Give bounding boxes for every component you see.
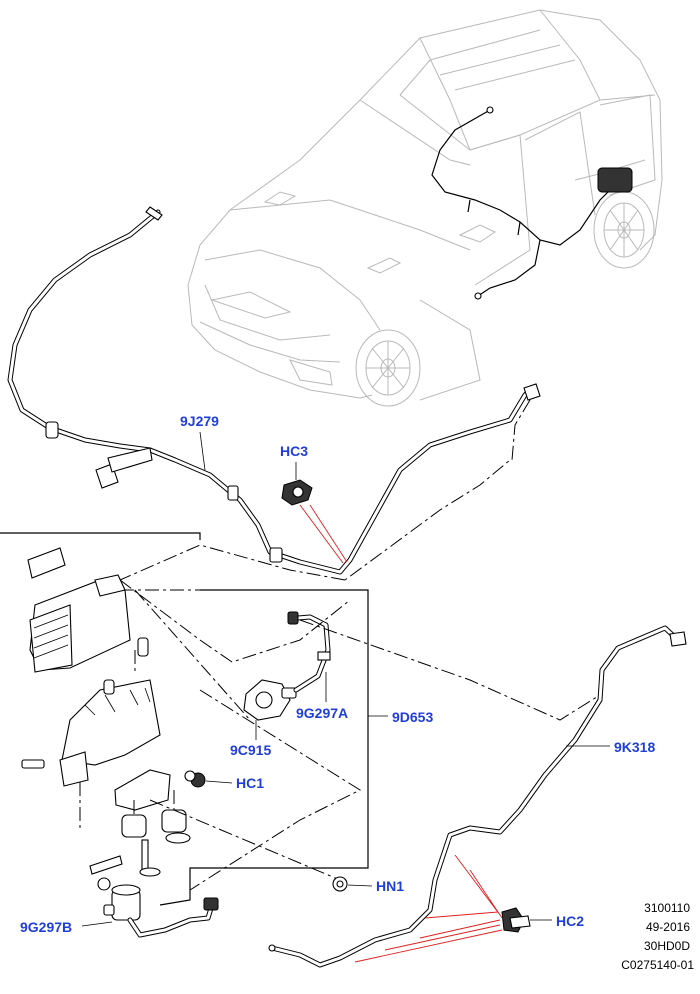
pipe-9k318 [268, 625, 687, 968]
clip-hc2 [501, 907, 531, 933]
clip-hc1 [184, 770, 206, 788]
callout-9c915: 9C915 [230, 742, 271, 758]
vehicle-outline [187, 9, 663, 407]
reference-line-3: 30HD0D [644, 939, 690, 953]
canister [27, 547, 149, 673]
panel-9d653 [0, 532, 369, 906]
callout-9k318: 9K318 [614, 739, 655, 755]
nut-hn1 [332, 876, 348, 892]
reference-line-1: 3100110 [644, 901, 690, 915]
harness-9j279 [7, 206, 541, 575]
hose-9g297a [287, 611, 331, 693]
mounts [89, 769, 191, 891]
callout-hn1: HN1 [376, 878, 404, 894]
callout-hc1: HC1 [236, 775, 264, 791]
callout-9g297a: 9G297A [296, 705, 348, 721]
bracket [21, 650, 161, 830]
purge-valve-9c915 [243, 679, 297, 721]
vehicle-harness [431, 106, 633, 300]
reference-line-4: C0275140-01 [621, 958, 694, 972]
clip-hc3 [281, 479, 313, 506]
callout-9j279: 9J279 [180, 413, 219, 429]
callout-hc2: HC2 [556, 913, 584, 929]
callout-9g297b: 9G297B [20, 919, 72, 935]
canister-9g297b [103, 884, 219, 938]
callout-9d653: 9D653 [392, 709, 433, 725]
reference-block: 3100110 49-2016 30HD0D C0275140-01 [621, 901, 694, 972]
callout-hc3: HC3 [280, 443, 308, 459]
reference-line-2: 49-2016 [646, 920, 690, 934]
